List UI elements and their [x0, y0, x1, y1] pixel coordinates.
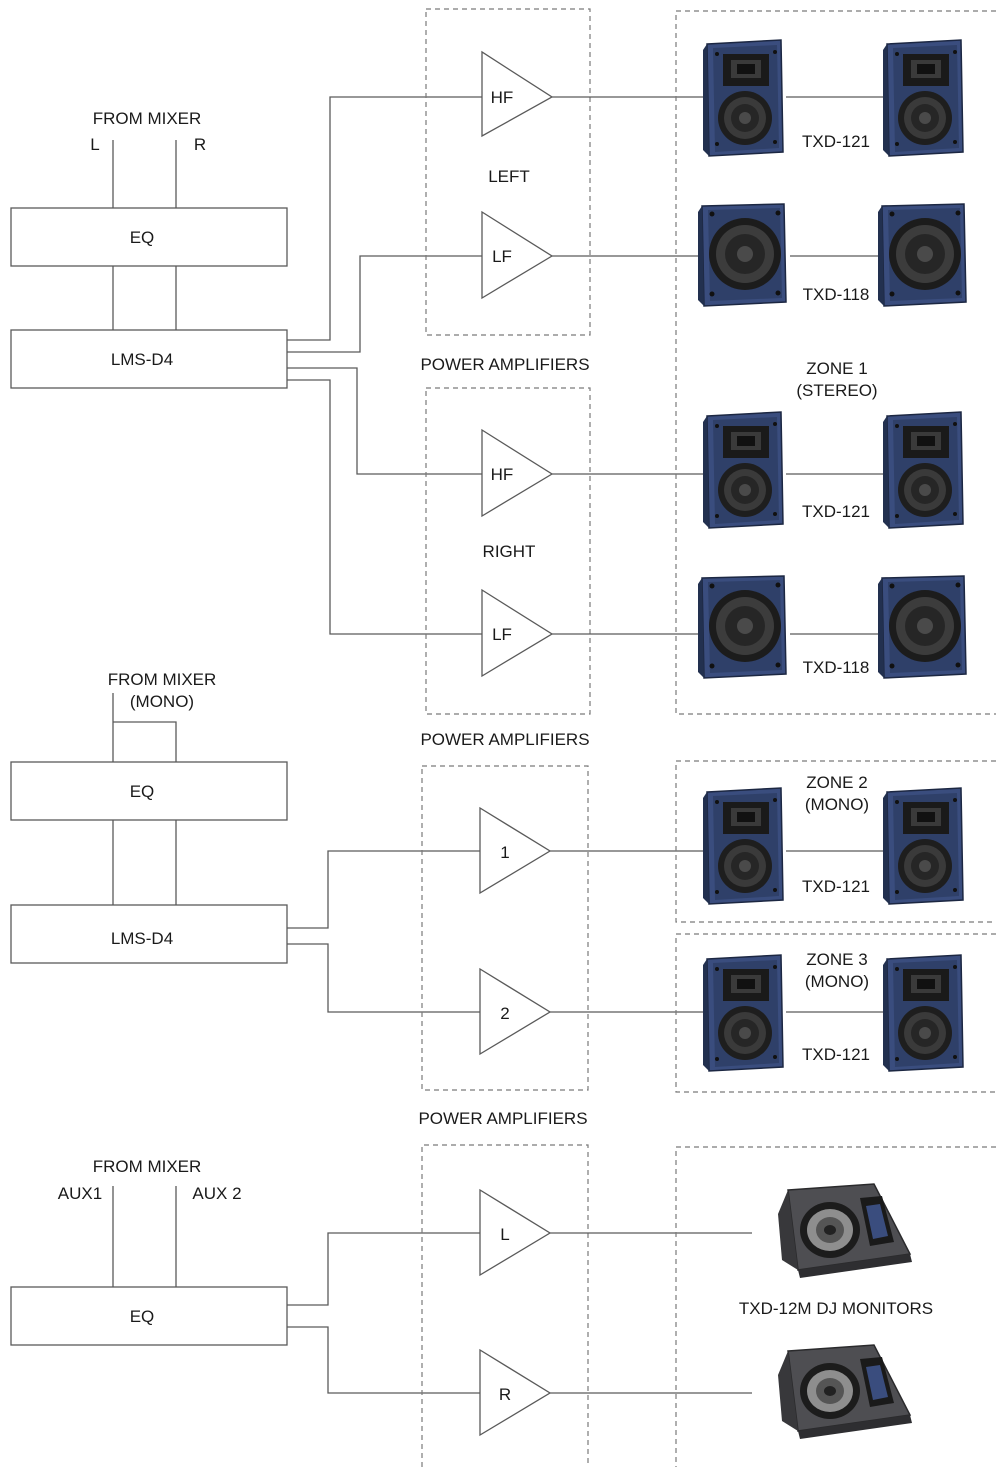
lms-d4-label-stereo: LMS-D4 [111, 350, 173, 369]
zone1-box [675, 10, 996, 715]
left-label: LEFT [488, 167, 530, 186]
speaker-txd121-left-b [882, 39, 964, 157]
right-label: RIGHT [483, 542, 536, 561]
speaker-txd121-zone2-a [702, 787, 784, 905]
zone3-label: ZONE 3 [806, 950, 867, 969]
speaker-txd118-left-a [697, 203, 787, 307]
amp-lf-right [481, 588, 554, 678]
speaker-txd121-right-b [882, 411, 964, 529]
txd118-label-1: TXD-118 [803, 285, 870, 304]
amp-r [479, 1348, 552, 1437]
lms-d4-box-mono [10, 904, 288, 964]
amp-r-label: R [499, 1385, 511, 1404]
eq-label-aux: EQ [130, 1307, 155, 1326]
amp-1-label: 1 [500, 843, 509, 862]
amp-lf-left-label: LF [492, 247, 512, 266]
left-amp-group [425, 8, 591, 336]
stereo-section: FROM MIXER L R EQ LMS-D4 LEFT POWER AMPL… [10, 8, 996, 715]
txd121-label-zone2: TXD-121 [802, 877, 870, 896]
amp-l [479, 1188, 552, 1277]
eq-label-mono: EQ [130, 782, 155, 801]
zone2-sublabel: (MONO) [805, 795, 869, 814]
power-amplifiers-label-3: POWER AMPLIFIERS [418, 1109, 587, 1128]
amp-l-label: L [500, 1225, 509, 1244]
amp-lf-right-label: LF [492, 625, 512, 644]
eq-box-mono [10, 761, 288, 821]
from-mixer-aux-label: FROM MIXER [93, 1157, 202, 1176]
speaker-txd121-left-a [702, 39, 784, 157]
right-amp-group [425, 387, 591, 715]
eq-box-aux [10, 1286, 288, 1346]
aux-amp-group [421, 1144, 589, 1467]
txd121-label-zone3: TXD-121 [802, 1045, 870, 1064]
channel-r-label: R [194, 135, 206, 154]
zone1-label: ZONE 1 [806, 359, 867, 378]
amp-hf-right-label: HF [491, 465, 514, 484]
amp-hf-right [481, 428, 554, 518]
from-mixer-label: FROM MIXER [93, 109, 202, 128]
dj-monitors-label: TXD-12M DJ MONITORS [739, 1299, 933, 1318]
dj-monitor-zone-box [675, 1146, 996, 1467]
txd118-label-2: TXD-118 [803, 658, 870, 677]
amp-2-label: 2 [500, 1004, 509, 1023]
eq-box-stereo [10, 207, 288, 267]
speaker-txd121-zone3-a [702, 954, 784, 1072]
amp-hf-left-label: HF [491, 88, 514, 107]
channel-l-label: L [90, 135, 99, 154]
power-amplifiers-label: POWER AMPLIFIERS [420, 355, 589, 374]
eq-label-stereo: EQ [130, 228, 155, 247]
speaker-txd121-zone2-b [882, 787, 964, 905]
speaker-txd121-zone3-b [882, 954, 964, 1072]
zone2-label: ZONE 2 [806, 773, 867, 792]
speaker-txd118-right-a [697, 575, 787, 679]
zone3-sublabel: (MONO) [805, 972, 869, 991]
amp-1 [479, 806, 552, 895]
zone2-box [675, 760, 996, 923]
zone3-box [675, 933, 996, 1093]
dj-monitor-top [777, 1183, 913, 1279]
amp-hf-left [481, 50, 554, 138]
from-mixer-mono-sublabel: (MONO) [130, 692, 194, 711]
amp-2 [479, 967, 552, 1056]
speaker-txd118-right-b [877, 575, 967, 679]
txd121-label-1: TXD-121 [802, 132, 870, 151]
dj-monitor-bottom [777, 1344, 913, 1440]
lms-d4-box-stereo [10, 329, 288, 389]
amp-lf-left [481, 210, 554, 300]
from-mixer-mono-label: FROM MIXER [108, 670, 217, 689]
aux2-label: AUX 2 [192, 1184, 241, 1203]
txd121-label-2: TXD-121 [802, 502, 870, 521]
aux1-label: AUX1 [58, 1184, 102, 1203]
power-amplifiers-label-2: POWER AMPLIFIERS [420, 730, 589, 749]
zone1-sublabel: (STEREO) [796, 381, 877, 400]
speaker-txd121-right-a [702, 411, 784, 529]
aux-section: POWER AMPLIFIERS FROM MIXER AUX1 AUX 2 E… [10, 1109, 996, 1467]
mono-amp-group [421, 765, 589, 1091]
speaker-txd118-left-b [877, 203, 967, 307]
lms-d4-label-mono: LMS-D4 [111, 929, 173, 948]
mono-section: FROM MIXER (MONO) POWER AMPLIFIERS EQ LM… [10, 670, 996, 1093]
